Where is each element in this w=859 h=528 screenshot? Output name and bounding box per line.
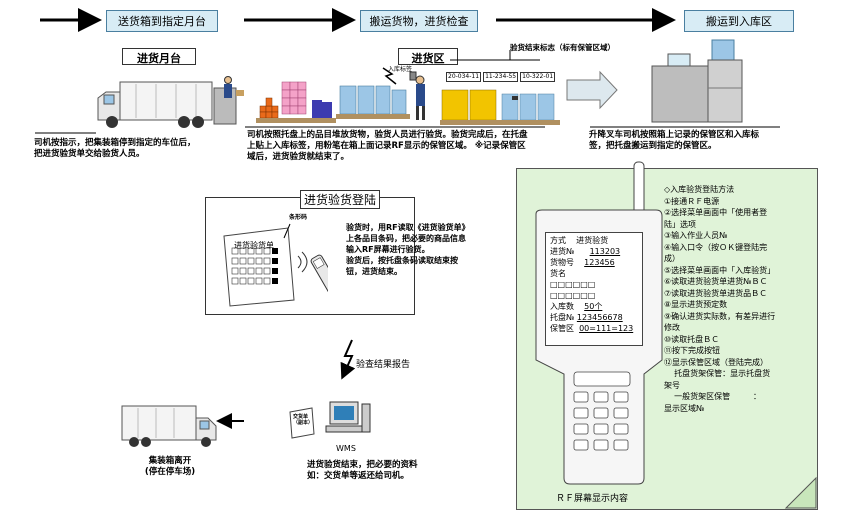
- dock-platform: [213, 76, 244, 125]
- putaway-tag-label: 入库标签: [388, 66, 413, 73]
- rf-step: ②选择菜单画面中「使用者登: [664, 208, 768, 217]
- driver-caption-line: 司机按指示，把集装箱停到指定的车位后，: [34, 138, 196, 148]
- registration-text: 验货时，用RF读取《进货验货单》 上各品目条码，把必要的商品信息 输入RF屏幕进…: [346, 222, 470, 277]
- wms-caption-line: 如：交货单等返还给司机。: [307, 471, 410, 481]
- screen-qty-label: 入库数: [550, 302, 574, 311]
- wms-label: WMS: [336, 444, 356, 453]
- rf-step: 成）: [664, 254, 680, 263]
- rf-step: 显示区域№: [664, 403, 705, 413]
- rf-step: ◇入库验货登陆方法: [664, 185, 735, 194]
- inspection-sheet-illustration: [223, 223, 328, 307]
- tag-code: 11-234-55: [483, 72, 519, 82]
- rf-steps-list: ◇入库验货登陆方法 ①接通ＲＦ电源 ②选择菜单画面中「使用者登 陆」选项 ③输入…: [664, 184, 814, 414]
- rf-step: 陆」选项: [664, 219, 696, 229]
- screen-qty-value: 50个: [584, 302, 603, 311]
- rf-panel-caption: ＲＦ屏幕显示内容: [556, 494, 629, 504]
- screen-method-value: 进货验货: [576, 236, 609, 245]
- driver-caption: 司机按指示，把集装箱停到指定的车位后， 把进货验货单交给验货人员。: [34, 138, 196, 160]
- registration-text-line: 验货后，按托盘条码读取结束按: [346, 256, 458, 265]
- pallet-caption-line: 域后，进货验货就结束了。: [247, 152, 350, 162]
- tag-code: 10-322-01: [520, 72, 556, 82]
- rf-step: ⑥读取进货验货单进货№ＢＣ: [664, 277, 768, 286]
- receiving-area-goods: [336, 71, 425, 120]
- registration-text-line: 钮，进货结束。: [346, 267, 402, 276]
- screen-item-value: 123456: [584, 258, 615, 267]
- screen-pallet-value: 123456678: [576, 313, 623, 322]
- screen-checkbox-row: □□□□□□: [550, 280, 596, 289]
- tag-callout-lines: [450, 50, 540, 61]
- wms-caption: 进货验货结束，把必要的资料 如：交货单等返还给司机。: [307, 460, 418, 482]
- departure-caption-line: 集装箱离开: [148, 456, 192, 466]
- screen-checkbox-row: □□□□□□: [550, 291, 596, 300]
- forklift-storage-area: [651, 39, 743, 123]
- stage-2-box: 搬运货物，进货检查: [360, 10, 478, 32]
- cargo-stacks: [256, 81, 336, 123]
- registration-text-line: 验货时，用RF读取《进货验货单》: [346, 223, 470, 232]
- screen-name-label: 货名: [550, 269, 566, 278]
- rf-step: ⑦读取进货验货单进货品ＢＣ: [664, 288, 768, 298]
- departing-truck-illustration: [121, 405, 217, 447]
- truck-illustration: [97, 81, 213, 128]
- tag-code: 20-034-11: [446, 72, 482, 82]
- rf-step: ⑤选择菜单画面中「入库验货」: [664, 265, 776, 275]
- tag-codes-row: 20-034-11 11-234-55 10-322-01: [446, 72, 556, 82]
- driver-caption-line: 把进货验货单交给验货人员。: [34, 149, 145, 159]
- rf-step: ⑩读取托盘ＢＣ: [664, 334, 720, 344]
- registration-text-line: 上各品目条码，把必要的商品信息: [346, 234, 466, 243]
- rf-step: ⑪按下完成按钮: [664, 346, 720, 355]
- pallet-caption: 司机按照托盘上的品目堆放货物，验货人员进行验货。验货完成后，在托盘 上贴上入库标…: [247, 130, 528, 163]
- rf-step: ④输入口令（按ＯＫ键登陆完: [664, 242, 768, 252]
- rf-screen: 方式 进货验货 进货№ 113203 货物号 123456 货名 □□□□□□ …: [545, 232, 643, 346]
- wms-caption-line: 进货验货结束，把必要的资料: [307, 460, 418, 470]
- screen-area-label: 保管区: [550, 324, 574, 333]
- dock-zone-label: 进货月台: [122, 48, 196, 65]
- rf-step: 一般货架区保管 ：: [664, 392, 762, 401]
- delivery-doc-label: 交货单 （副本）: [293, 414, 313, 426]
- departure-caption: 集装箱离开 (停在停车场): [130, 456, 210, 478]
- screen-item-label: 货物号: [550, 258, 574, 267]
- rf-step: ③输入作业人员№: [664, 231, 728, 240]
- sheet-title: 进货验货单: [234, 241, 274, 250]
- screen-in-no-value: 113203: [589, 247, 621, 256]
- pallet-caption-line: 司机按照托盘上的品目堆放货物，验货人员进行验货。验货完成后，在托盘: [247, 130, 528, 140]
- rf-step: 托盘货架保管：显示托盘货: [664, 369, 771, 378]
- forklift-caption: 升降叉车司机按照箱上记录的保管区和入库标 签，把托盘搬运到指定的保管区。: [589, 130, 759, 152]
- rf-step: ⑫显示保管区域（登陆完成）: [664, 357, 768, 367]
- screen-area-value: 00=111=123: [579, 324, 634, 333]
- inspection-mark-label: 验货结束标志（标有保管区域）: [510, 43, 615, 52]
- stage-3-box: 搬运到入库区: [684, 10, 794, 32]
- delivery-doc-label-line: 交货单: [293, 414, 309, 420]
- delivery-doc-label-line: （副本）: [293, 420, 314, 426]
- rf-step: ①接通ＲＦ电源: [664, 196, 720, 206]
- screen-method-label: 方式: [550, 236, 566, 245]
- wms-computer-illustration: [289, 401, 371, 439]
- screen-pallet-label: 托盘№: [550, 313, 575, 322]
- screen-in-no-label: 进货№: [550, 247, 575, 256]
- rf-step: 架号: [664, 380, 680, 390]
- barcode-label: 条形码: [289, 214, 308, 221]
- departure-caption-line: (停在停车场): [144, 467, 196, 477]
- receiving-zone-label: 进货区: [398, 48, 458, 65]
- rf-step: ⑧显示进货预定数: [664, 300, 728, 309]
- inspected-pallets: [440, 89, 560, 125]
- forklift-caption-line: 签，把托盘搬运到指定的保管区。: [589, 141, 717, 151]
- rf-step: 修改: [664, 323, 680, 332]
- registration-title: 进货验货登陆: [300, 190, 381, 209]
- stage-1-box: 送货箱到指定月台: [106, 10, 218, 32]
- report-label: 验查结果报告: [356, 360, 411, 370]
- forklift-caption-line: 升降叉车司机按照箱上记录的保管区和入库标: [589, 130, 760, 140]
- pallet-caption-line: 上贴上入库标签，用粉笔在箱上面记录RF显示的保管区域。 ※记录保管区: [247, 141, 526, 151]
- registration-text-line: 输入RF屏幕进行验货。: [346, 245, 430, 254]
- rf-step: ⑨确认进货实际数，有差异进行: [664, 311, 776, 321]
